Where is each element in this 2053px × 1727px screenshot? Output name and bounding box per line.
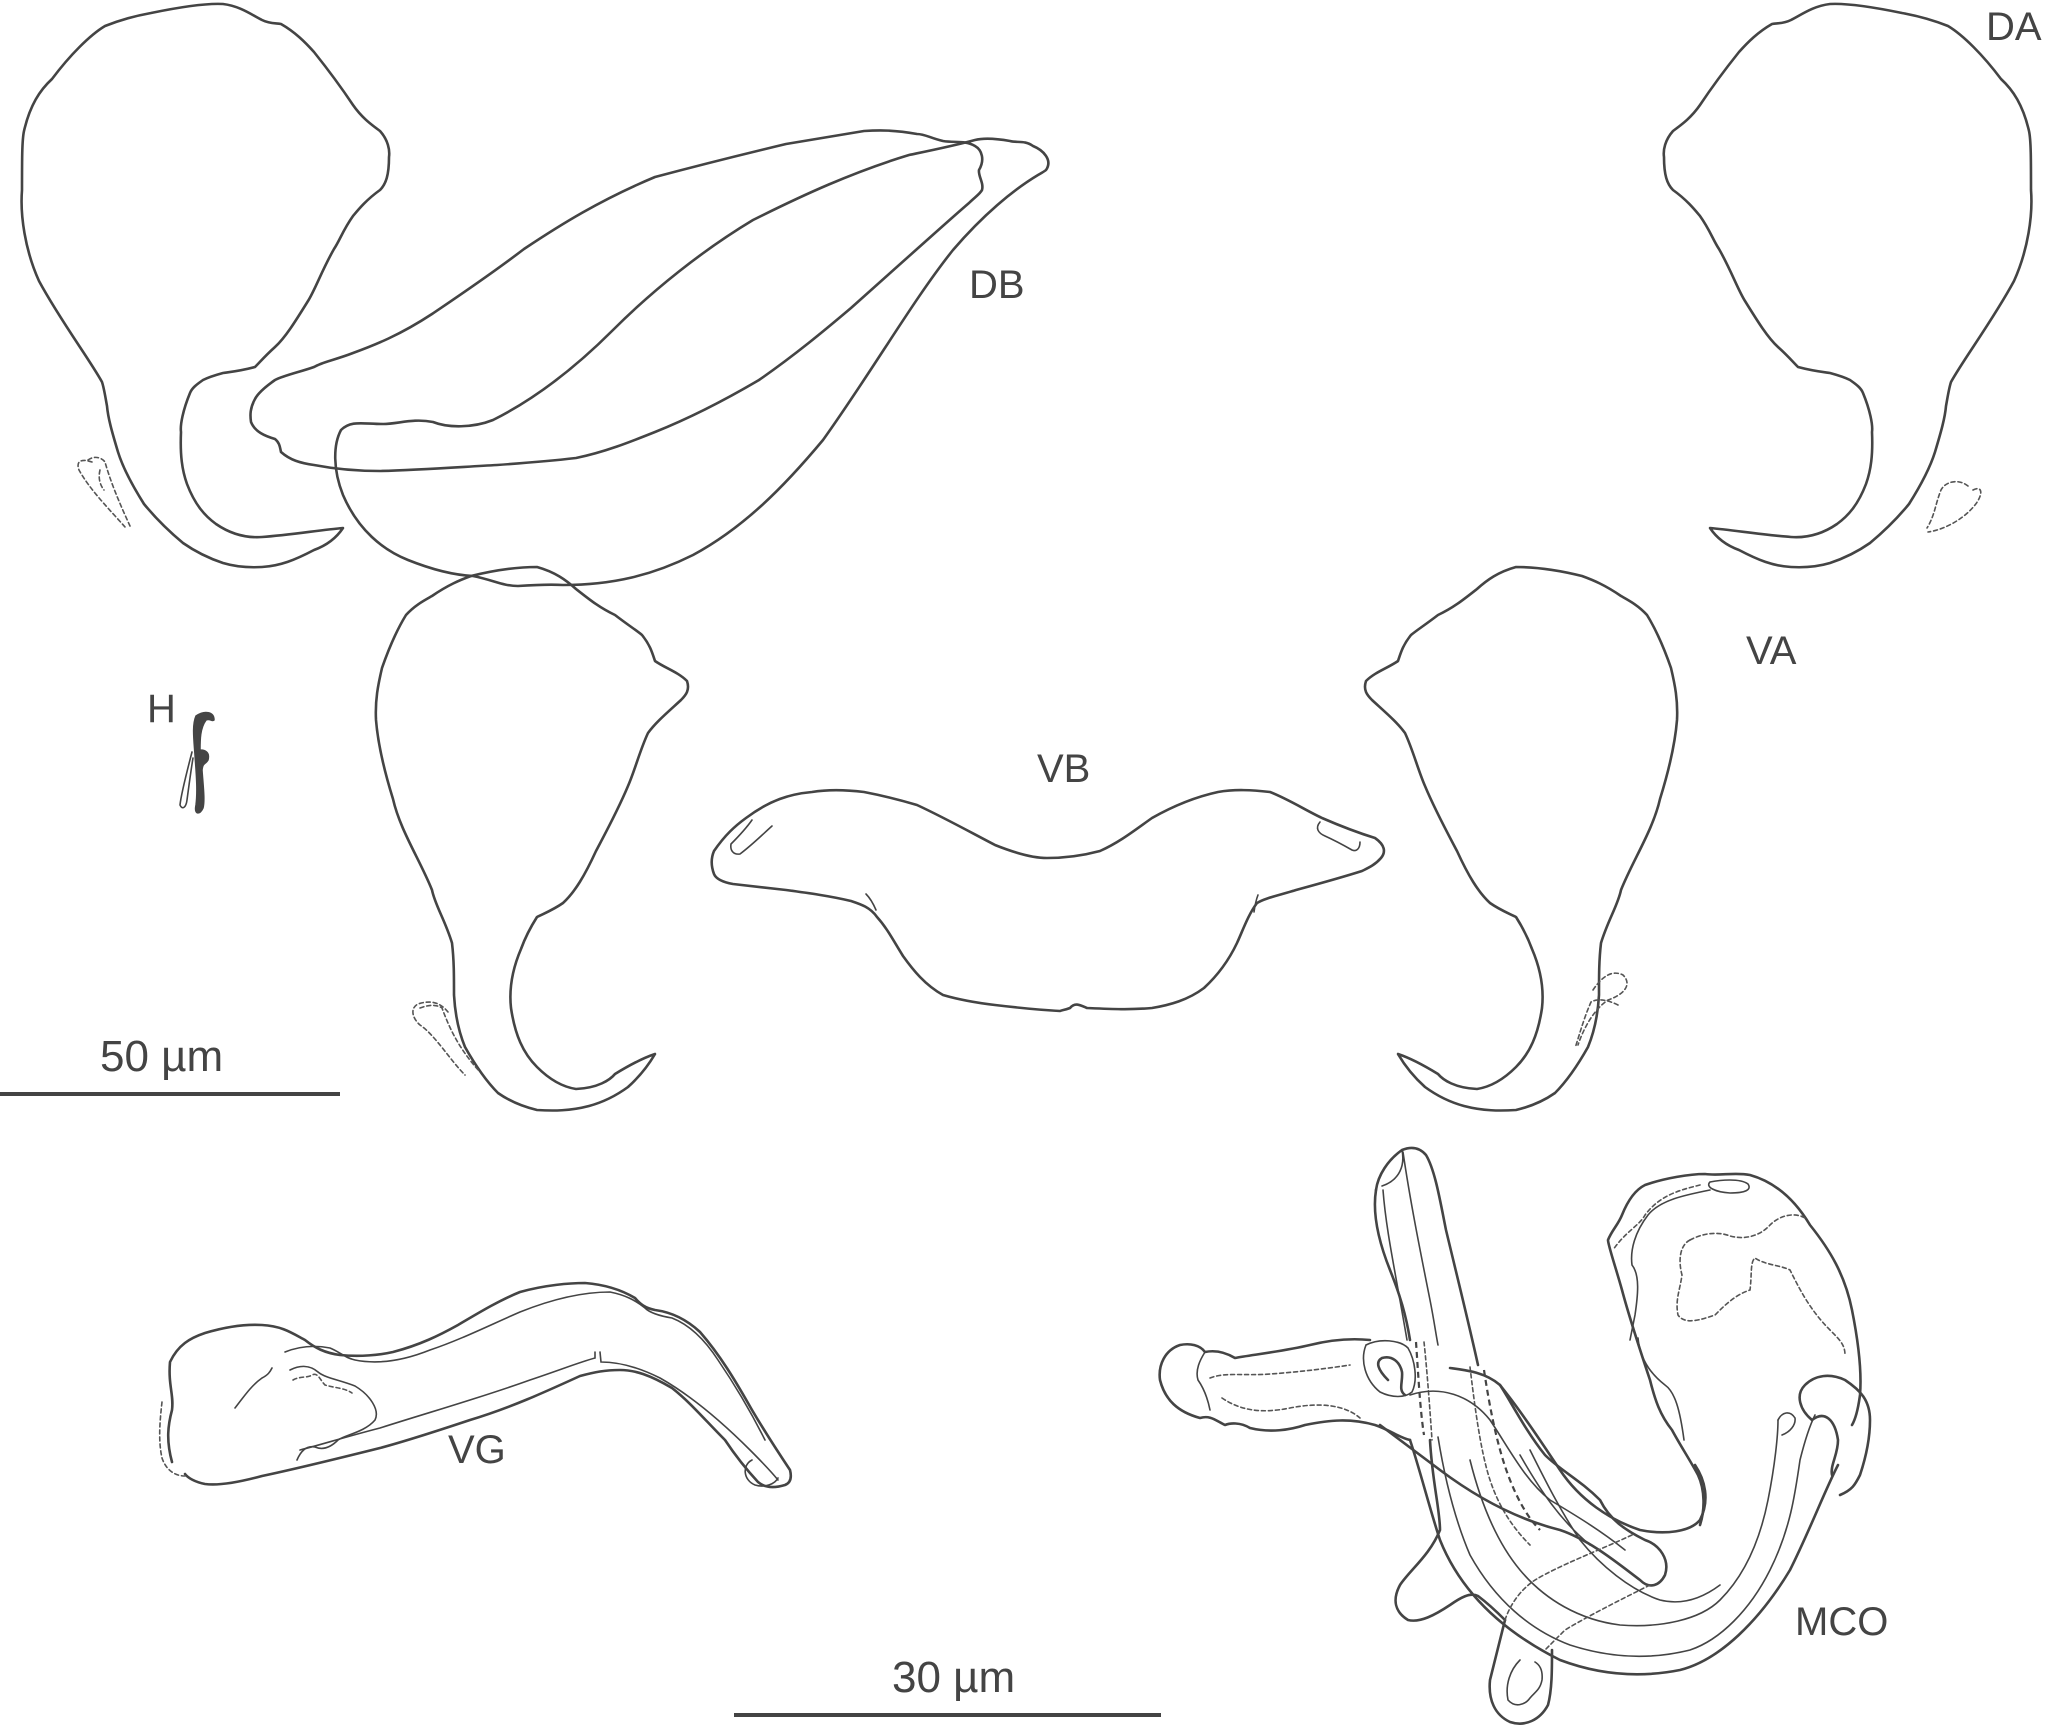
- ventral-anchor-right: [1363, 565, 1679, 1112]
- dorsal-bar-left: [249, 129, 984, 473]
- male-copulatory-organ: [1158, 1146, 1872, 1725]
- dorsal-anchor-right: [1662, 2, 2033, 569]
- label-da: DA: [1986, 5, 2042, 49]
- dorsal-bar-right: [333, 137, 1050, 588]
- label-mco: MCO: [1795, 1600, 1888, 1644]
- ventral-bar: [710, 788, 1386, 1013]
- scale-bar-30um-label: 30 µm: [892, 1653, 1015, 1702]
- scale-bar-30um: 30 µm: [734, 1653, 1161, 1717]
- label-db: DB: [969, 263, 1025, 307]
- dorsal-anchor-left: [20, 2, 391, 569]
- scale-bar-50um-label: 50 µm: [100, 1032, 223, 1081]
- ventral-anchor-left: [374, 565, 690, 1112]
- vagina-sclerite: [158, 1281, 793, 1489]
- label-vg: VG: [448, 1428, 506, 1472]
- hooklet: [179, 711, 215, 814]
- label-va: VA: [1746, 629, 1797, 673]
- label-h: H: [147, 687, 176, 731]
- scale-bar-50um: 50 µm: [0, 1032, 340, 1096]
- label-vb: VB: [1037, 747, 1090, 791]
